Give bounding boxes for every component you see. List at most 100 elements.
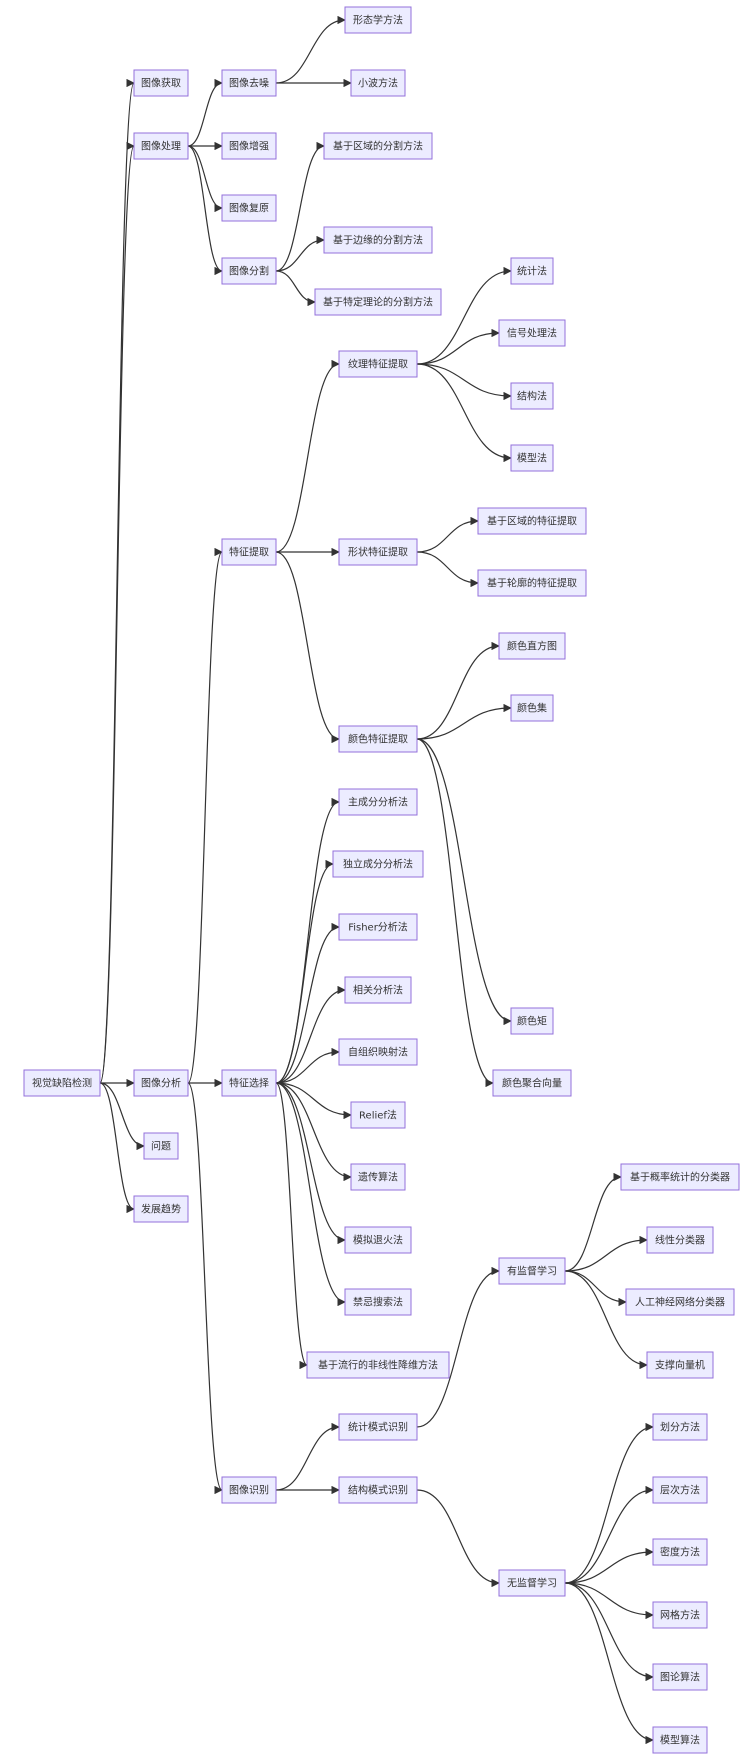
edge-texture-to-signal [416,328,500,365]
node-label-wavelet: 小波方法 [358,77,398,90]
edge-unsupervised-to-graph [564,1582,654,1682]
node-label-root: 视觉缺陷检测 [32,1077,92,1090]
node-label-seg_region: 基于区域的分割方法 [333,140,423,153]
node-box-signal [498,319,566,347]
node-feat_select: 特征选择 [221,1069,277,1097]
node-label-color: 颜色特征提取 [348,733,408,746]
node-box-prob_cls [620,1163,740,1191]
node-box-model_alg [652,1726,708,1754]
node-box-anneal [344,1226,412,1254]
node-manifold: 基于流行的非线性降维方法 [306,1351,450,1379]
node-box-supervised [498,1257,566,1285]
node-label-trend: 发展趋势 [141,1203,181,1216]
edge-shape-to-shape_contour [416,551,479,588]
node-label-color_hist: 颜色直方图 [507,640,557,653]
edge-color-to-color_moment [416,738,512,1026]
node-label-color_moment: 颜色矩 [517,1015,547,1028]
node-label-ann_cls: 人工神经网络分类器 [635,1296,725,1309]
node-corr: 相关分析法 [344,976,412,1004]
edge-root-to-problem [99,1082,145,1151]
edge-denoise-to-morph [275,15,346,84]
node-hierarchy: 层次方法 [652,1476,708,1504]
node-box-shape_region [477,507,587,535]
node-box-color_moment [510,1007,554,1035]
node-label-fisher: Fisher分析法 [348,921,408,934]
node-ica: 独立成分分析法 [332,850,424,878]
edge-feat_select-to-anneal [275,1082,346,1245]
node-box-feat_extract [221,538,277,566]
node-shape: 形状特征提取 [338,538,418,566]
node-label-genetic: 遗传算法 [358,1171,398,1184]
node-label-proc: 图像处理 [141,141,181,153]
node-box-svm [646,1351,714,1379]
node-relief: Relief法 [350,1101,406,1129]
node-recog: 图像识别 [221,1476,277,1504]
node-box-color_set [510,694,554,722]
node-struct: 结构法 [510,382,554,410]
node-label-supervised: 有监督学习 [507,1265,557,1278]
edge-segment-to-seg_edge [275,235,325,272]
node-label-svm: 支撑向量机 [655,1359,705,1372]
node-box-som [338,1038,418,1066]
node-box-color_vector [492,1069,572,1097]
node-label-linear_cls: 线性分类器 [655,1234,705,1247]
node-box-wavelet [350,69,406,97]
node-label-hierarchy: 层次方法 [660,1484,700,1497]
edges-layer [99,15,654,1745]
node-label-shape_contour: 基于轮廓的特征提取 [487,577,577,590]
node-box-corr [344,976,412,1004]
edge-stat_pattern-to-supervised [416,1266,500,1428]
node-label-acq: 图像获取 [141,78,181,90]
node-box-grid [652,1601,708,1629]
node-label-segment: 图像分割 [229,265,269,278]
nodes-layer: 视觉缺陷检测图像获取图像处理图像分析问题发展趋势图像去噪图像增强图像复原图像分割… [23,6,740,1754]
node-label-seg_theory: 基于特定理论的分割方法 [323,296,433,309]
node-box-ann_cls [625,1288,735,1316]
node-model_alg: 模型算法 [652,1726,708,1754]
node-pca: 主成分分析法 [338,788,418,816]
node-label-tabu: 禁忌搜索法 [353,1296,403,1309]
node-label-prob_cls: 基于概率统计的分类器 [630,1171,730,1184]
edge-recog-to-stat_pattern [275,1422,340,1491]
edge-feat_select-to-ica [275,859,334,1084]
node-ann_cls: 人工神经网络分类器 [625,1288,735,1316]
node-label-morph: 形态学方法 [353,14,403,27]
node-label-model: 模型法 [517,452,547,465]
node-color_hist: 颜色直方图 [498,632,566,660]
node-density: 密度方法 [652,1538,708,1566]
node-problem: 问题 [143,1132,179,1160]
edge-texture-to-stat [416,266,512,365]
node-box-restore [221,194,277,222]
node-stat: 统计法 [510,257,554,285]
node-unsupervised: 无监督学习 [498,1569,566,1597]
node-svm: 支撑向量机 [646,1351,714,1379]
edge-feat_select-to-tabu [275,1082,346,1307]
node-label-enhance: 图像增强 [229,140,269,153]
node-box-ica [332,850,424,878]
edge-unsupervised-to-grid [564,1582,654,1620]
node-box-seg_theory [314,288,442,316]
node-label-stat_pattern: 统计模式识别 [348,1421,408,1434]
node-label-manifold: 基于流行的非线性降维方法 [318,1359,438,1372]
node-struct_pattern: 结构模式识别 [338,1476,418,1504]
node-label-ica: 独立成分分析法 [343,858,413,871]
node-box-color_hist [498,632,566,660]
node-root: 视觉缺陷检测 [23,1069,101,1097]
edge-proc-to-segment [187,145,223,276]
node-label-seg_edge: 基于边缘的分割方法 [333,234,423,247]
edge-root-to-trend [99,1082,135,1214]
node-supervised: 有监督学习 [498,1257,566,1285]
edge-unsupervised-to-density [564,1547,654,1584]
edge-root-to-proc [99,142,135,1084]
node-box-proc [133,132,189,160]
node-color_set: 颜色集 [510,694,554,722]
node-box-texture [338,350,418,378]
node-wavelet: 小波方法 [350,69,406,97]
node-label-problem: 问题 [151,1140,171,1153]
node-acq: 图像获取 [133,69,189,97]
node-label-recog: 图像识别 [229,1485,269,1497]
node-color: 颜色特征提取 [338,725,418,753]
node-label-struct: 结构法 [517,390,547,403]
node-box-color [338,725,418,753]
